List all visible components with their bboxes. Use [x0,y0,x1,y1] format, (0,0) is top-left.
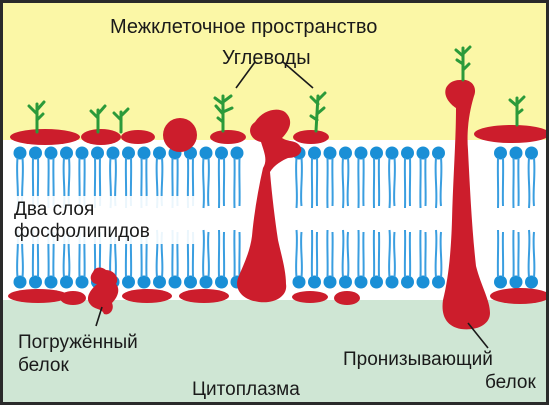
lipid-head [138,276,151,289]
lipid-head [370,147,383,160]
peripheral-protein [334,291,360,305]
peripheral-protein [210,130,246,144]
lipid-head [432,276,445,289]
label-carbohydrates: Углеводы [222,48,311,68]
lipid-head [324,147,337,160]
label-embedded-protein-line1: Погружённый [18,333,138,352]
lipid-tail [348,158,349,206]
peripheral-protein [81,129,121,145]
lipid-tail [301,232,302,277]
lipid-head [169,276,182,289]
lipid-tail [529,230,530,277]
lipid-tail [208,158,209,206]
lipid-head [355,276,368,289]
lipid-head [107,147,120,160]
lipid-head [324,276,337,289]
lipid-tail [534,158,535,206]
lipid-tail [343,158,344,208]
lipid-tail [389,158,390,208]
lipid-head [510,276,523,289]
lipid-tail [203,230,204,277]
lipid-head [138,147,151,160]
lipid-tail [208,232,209,277]
peripheral-protein [179,289,229,303]
lipid-head [14,276,27,289]
peripheral-protein [474,125,549,143]
lipid-head [45,147,58,160]
lipid-head [76,147,89,160]
lipid-head [401,276,414,289]
lipid-head [60,147,73,160]
lipid-head [29,276,42,289]
lipid-head [215,147,228,160]
lipid-tail [441,232,442,277]
lipid-head [184,276,197,289]
lipid-tail [436,158,437,208]
lipid-tail [534,232,535,277]
lipid-head [29,147,42,160]
lipid-head [417,276,430,289]
lipid-tail [436,230,437,277]
lipid-head [122,276,135,289]
lipid-head [355,147,368,160]
lipid-head [45,276,58,289]
lipid-tail [389,230,390,277]
peripheral-protein [122,289,172,303]
peripheral-protein [121,130,155,144]
lipid-head [215,276,228,289]
lipid-head [293,276,306,289]
peripheral-protein [8,289,68,303]
lipid-head [91,147,104,160]
peripheral-protein [292,291,328,303]
peripheral-protein [490,288,549,304]
label-transmembrane-protein-line2: белок [485,373,536,392]
label-embedded-protein-line2: белок [18,356,69,375]
lipid-tail [203,158,204,208]
lipid-head [510,147,523,160]
lipid-head [525,147,538,160]
label-bilayer-line1: Два слоя [14,200,94,219]
lipid-tail [296,230,297,277]
lipid-head [525,276,538,289]
lipid-head [122,147,135,160]
lipid-head [432,147,445,160]
label-bilayer-line2: фосфолипидов [14,222,150,241]
lipid-head [308,147,321,160]
label-transmembrane-protein-line1: Пронизывающий [343,350,493,369]
lipid-head [494,276,507,289]
lipid-head [494,147,507,160]
lipid-head [386,276,399,289]
lipid-head [153,147,166,160]
lipid-head [401,147,414,160]
lipid-head [153,276,166,289]
lipid-tail [301,158,302,206]
lipid-tail [529,158,530,208]
lipid-head [339,276,352,289]
lipid-tail [348,232,349,277]
lipid-tail [394,232,395,277]
lipid-tail [296,158,297,208]
label-cytoplasm: Цитоплазма [192,380,300,399]
lipid-head [231,147,244,160]
peripheral-protein [10,129,80,145]
lipid-tail [441,158,442,206]
label-extracellular-space: Межклеточное пространство [110,17,377,37]
lipid-head [370,276,383,289]
lipid-tail [394,158,395,206]
lipid-head [200,147,213,160]
lipid-head [339,147,352,160]
globular-protein [163,118,197,152]
lipid-tail [343,230,344,277]
peripheral-protein [293,130,329,144]
lipid-head [60,276,73,289]
lipid-head [200,276,213,289]
lipid-head [386,147,399,160]
peripheral-protein [60,291,86,305]
lipid-head [308,276,321,289]
lipid-head [417,147,430,160]
lipid-head [76,276,89,289]
lipid-head [14,147,27,160]
